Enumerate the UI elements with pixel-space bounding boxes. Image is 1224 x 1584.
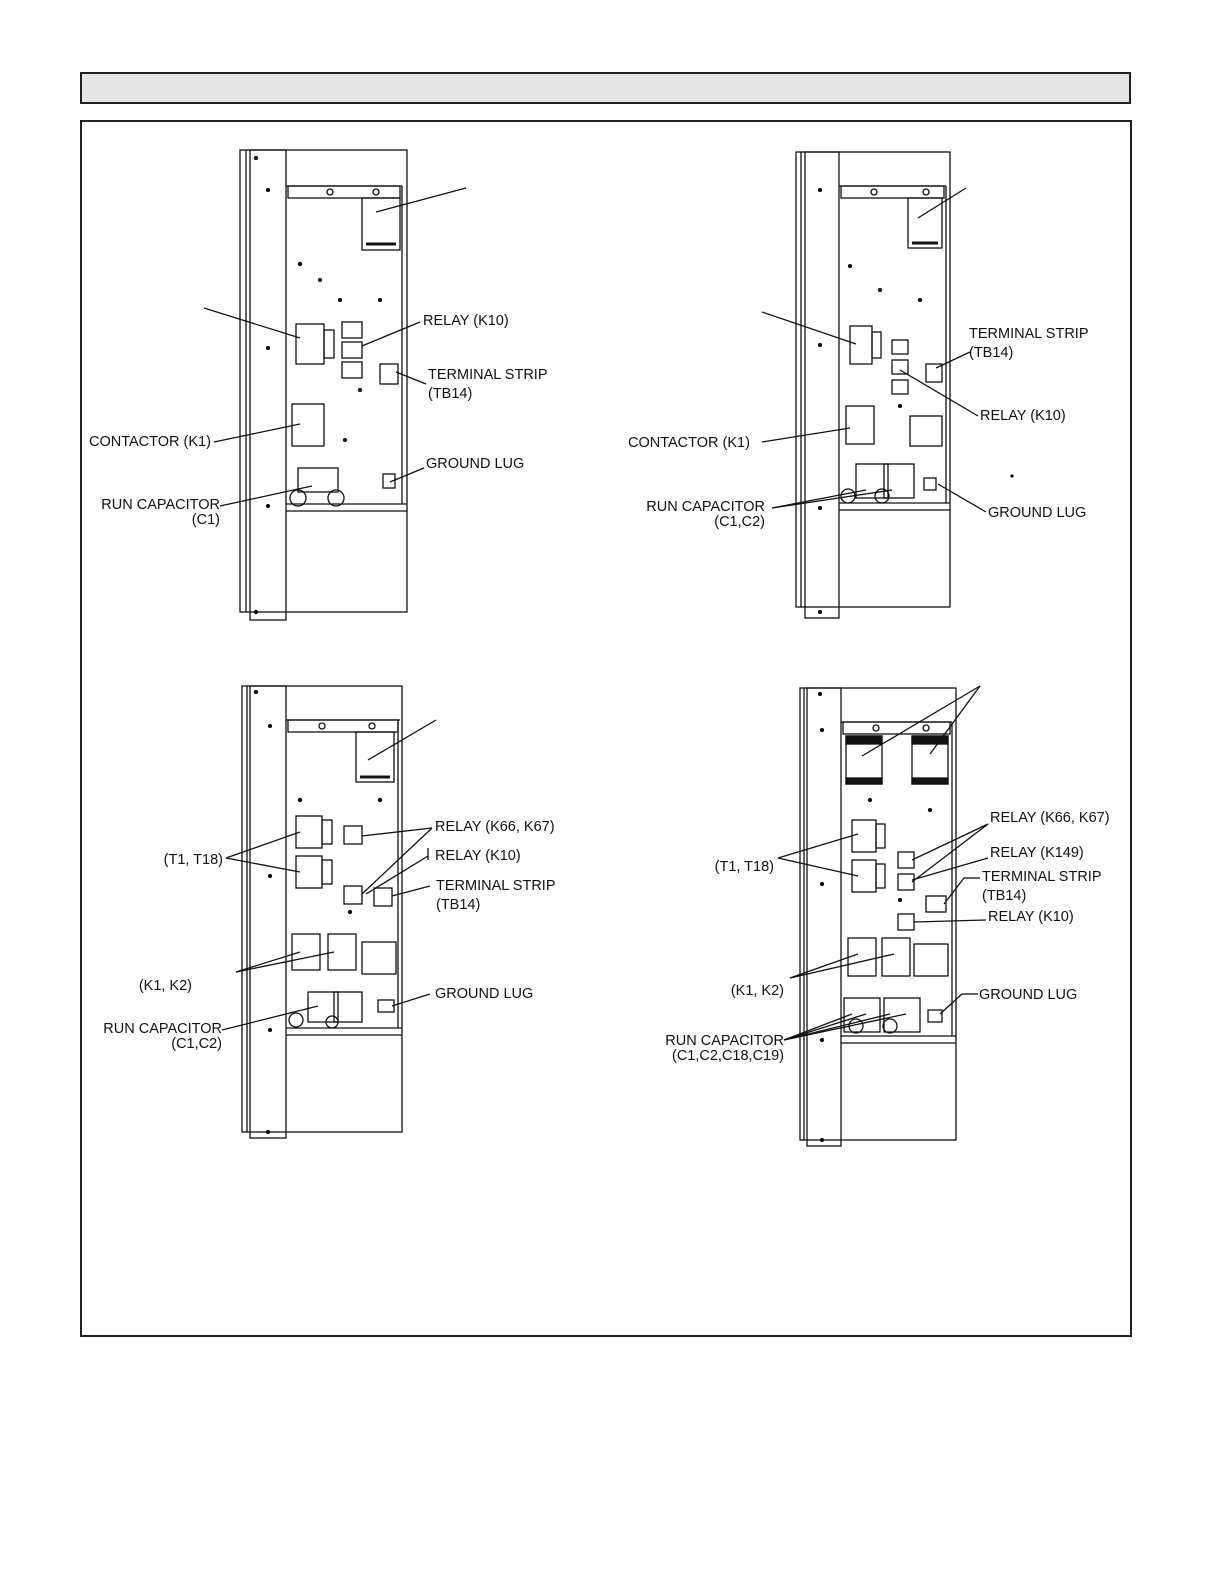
diagram-frame <box>80 120 1132 1337</box>
label-a-contactor: CONTACTOR (K1) <box>89 434 211 450</box>
label-d-terminal-2: (TB14) <box>982 888 1027 904</box>
label-d-ground: GROUND LUG <box>979 987 1078 1003</box>
title-bar <box>80 72 1131 104</box>
label-c-capacitor-2: (C1,C2) <box>171 1036 222 1052</box>
label-b-contactor: CONTACTOR (K1) <box>628 435 750 451</box>
label-d-relay-149: RELAY (K149) <box>990 845 1084 861</box>
panel-c-drawing <box>221 685 437 1139</box>
label-a-capacitor-2: (C1) <box>191 512 220 528</box>
label-d-transformers: (T1, T18) <box>714 859 774 875</box>
label-a-terminal-1: TERMINAL STRIP <box>428 367 548 383</box>
label-a-terminal-2: (TB14) <box>428 386 473 402</box>
label-d-relay-pair: RELAY (K66, K67) <box>990 810 1110 826</box>
label-c-terminal-1: TERMINAL STRIP <box>436 878 556 894</box>
label-b-relay: RELAY (K10) <box>980 408 1066 424</box>
label-c-transformers: (T1, T18) <box>163 852 223 868</box>
label-b-terminal-1: TERMINAL STRIP <box>969 326 1089 342</box>
label-c-relay-pair: RELAY (K66, K67) <box>435 819 555 835</box>
label-d-capacitor-2: (C1,C2,C18,C19) <box>671 1048 784 1064</box>
label-a-ground: GROUND LUG <box>426 456 525 472</box>
panel-a-drawing <box>203 149 467 621</box>
label-d-contactors: (K1, K2) <box>730 983 784 999</box>
label-d-capacitor-1: RUN CAPACITOR <box>665 1033 784 1049</box>
label-b-capacitor-2: (C1,C2) <box>714 514 765 530</box>
label-b-ground: GROUND LUG <box>988 505 1087 521</box>
label-c-terminal-2: (TB14) <box>436 897 481 913</box>
label-a-relay: RELAY (K10) <box>423 313 509 329</box>
label-d-relay: RELAY (K10) <box>988 909 1074 925</box>
label-c-capacitor-1: RUN CAPACITOR <box>103 1021 222 1037</box>
label-c-contactors: (K1, K2) <box>138 978 192 994</box>
label-b-terminal-2: (TB14) <box>969 345 1014 361</box>
label-d-terminal-1: TERMINAL STRIP <box>982 869 1102 885</box>
label-a-capacitor-1: RUN CAPACITOR <box>101 497 220 513</box>
label-c-ground: GROUND LUG <box>435 986 534 1002</box>
label-c-relay: RELAY (K10) <box>435 848 521 864</box>
panel-b-drawing <box>761 151 1014 619</box>
label-b-capacitor-1: RUN CAPACITOR <box>646 499 765 515</box>
panel-d-drawing <box>777 685 989 1147</box>
